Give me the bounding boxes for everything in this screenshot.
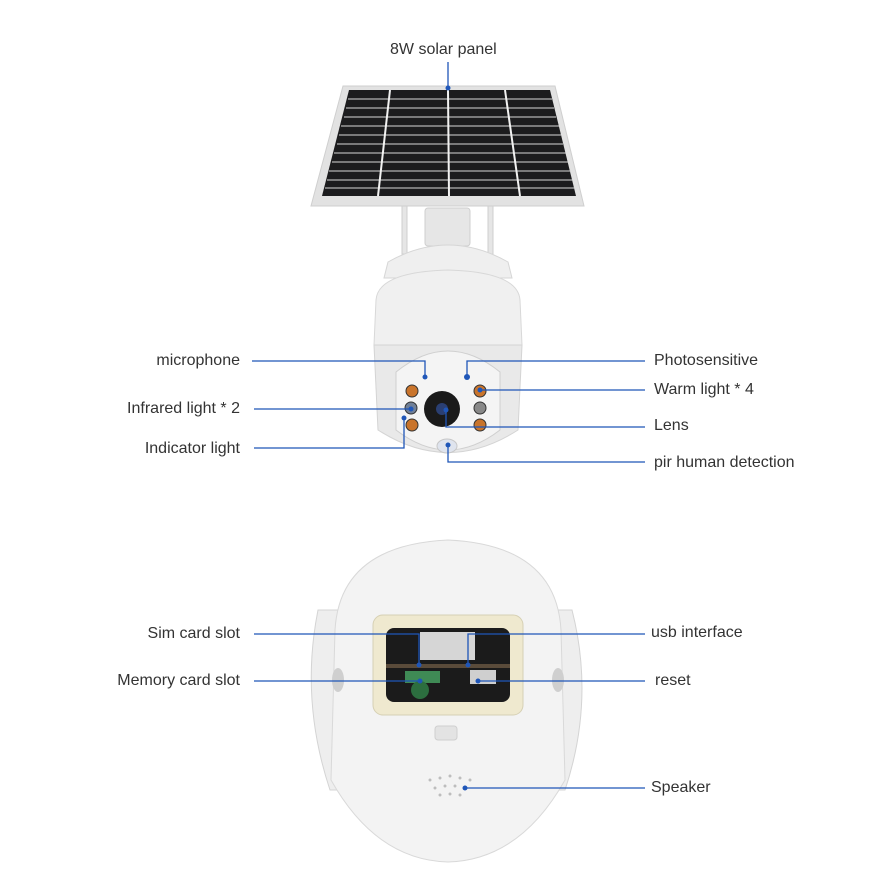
- camera-bottom-body: [310, 539, 583, 863]
- label-microphone: microphone: [156, 352, 240, 369]
- callout-lines: [252, 62, 645, 789]
- label-sim-card-slot: Sim card slot: [147, 625, 240, 642]
- solar-panel: [310, 85, 585, 207]
- label-photosensitive: Photosensitive: [654, 352, 759, 369]
- callout-dots: [401, 85, 483, 791]
- label-solar-panel: 8W solar panel: [390, 41, 497, 58]
- label-memory-card-slot: Memory card slot: [117, 672, 240, 689]
- label-usb-interface: usb interface: [651, 624, 743, 641]
- label-warm-light: Warm light * 4: [654, 381, 754, 398]
- label-lens: Lens: [654, 417, 689, 434]
- label-pir-detection: pir human detection: [654, 454, 795, 471]
- mount-bracket: [401, 205, 494, 255]
- label-reset: reset: [655, 672, 691, 689]
- label-speaker: Speaker: [651, 779, 711, 796]
- camera-head: [373, 244, 523, 454]
- label-infrared-light: Infrared light * 2: [127, 400, 240, 417]
- label-indicator-light: Indicator light: [144, 440, 240, 457]
